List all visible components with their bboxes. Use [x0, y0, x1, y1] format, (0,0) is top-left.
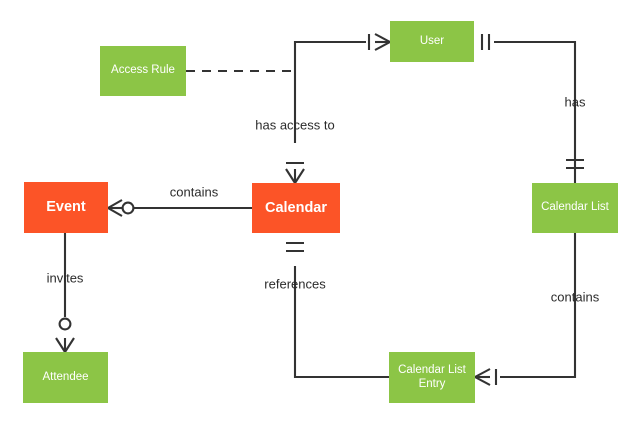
- line-calendar-list-contains-entry: [500, 233, 577, 379]
- entity-attendee-label: Attendee: [42, 370, 89, 383]
- entity-user-label: User: [419, 34, 445, 47]
- cardinality-one-calendar-bottom: [286, 241, 304, 253]
- entity-calendar-list-entry-label: Calendar List Entry: [398, 364, 466, 390]
- entity-calendar-label: Calendar: [264, 199, 328, 216]
- cardinality-zero-or-many-event: [107, 199, 135, 217]
- edge-label-has: has: [564, 94, 586, 110]
- cardinality-one-or-many-user-access: [367, 33, 391, 51]
- cardinality-one-calendar-list-top: [566, 158, 584, 170]
- cardinality-one-or-many-entry-right: [474, 368, 498, 386]
- edge-label-has-access-to: has access to: [255, 117, 335, 133]
- entity-calendar-list-label: Calendar List: [541, 201, 609, 214]
- entity-calendar-list-entry[interactable]: Calendar List Entry: [389, 352, 475, 403]
- edge-label-contains-entry: contains: [550, 289, 600, 305]
- line-calendar-references-entry: [293, 266, 389, 379]
- line-user-has-calendar-list: [494, 40, 577, 183]
- entity-event-label: Event: [46, 199, 86, 216]
- edge-label-contains-calendar: contains: [169, 184, 219, 200]
- cardinality-zero-or-many-attendee: [55, 317, 75, 353]
- entity-calendar[interactable]: Calendar: [252, 183, 340, 233]
- cardinality-one-user-right: [480, 34, 491, 50]
- entity-calendar-list[interactable]: Calendar List: [532, 183, 618, 233]
- line-user-has-access-to-calendar: [293, 40, 366, 143]
- entity-access-rule[interactable]: Access Rule: [100, 46, 186, 96]
- entity-attendee[interactable]: Attendee: [23, 352, 108, 403]
- edge-label-invites: invites: [46, 270, 84, 286]
- entity-event[interactable]: Event: [24, 182, 108, 233]
- entity-user[interactable]: User: [390, 21, 474, 62]
- edge-label-references: references: [264, 276, 326, 292]
- entity-access-rule-label: Access Rule: [111, 64, 175, 77]
- cardinality-one-or-many-calendar-top: [285, 161, 305, 184]
